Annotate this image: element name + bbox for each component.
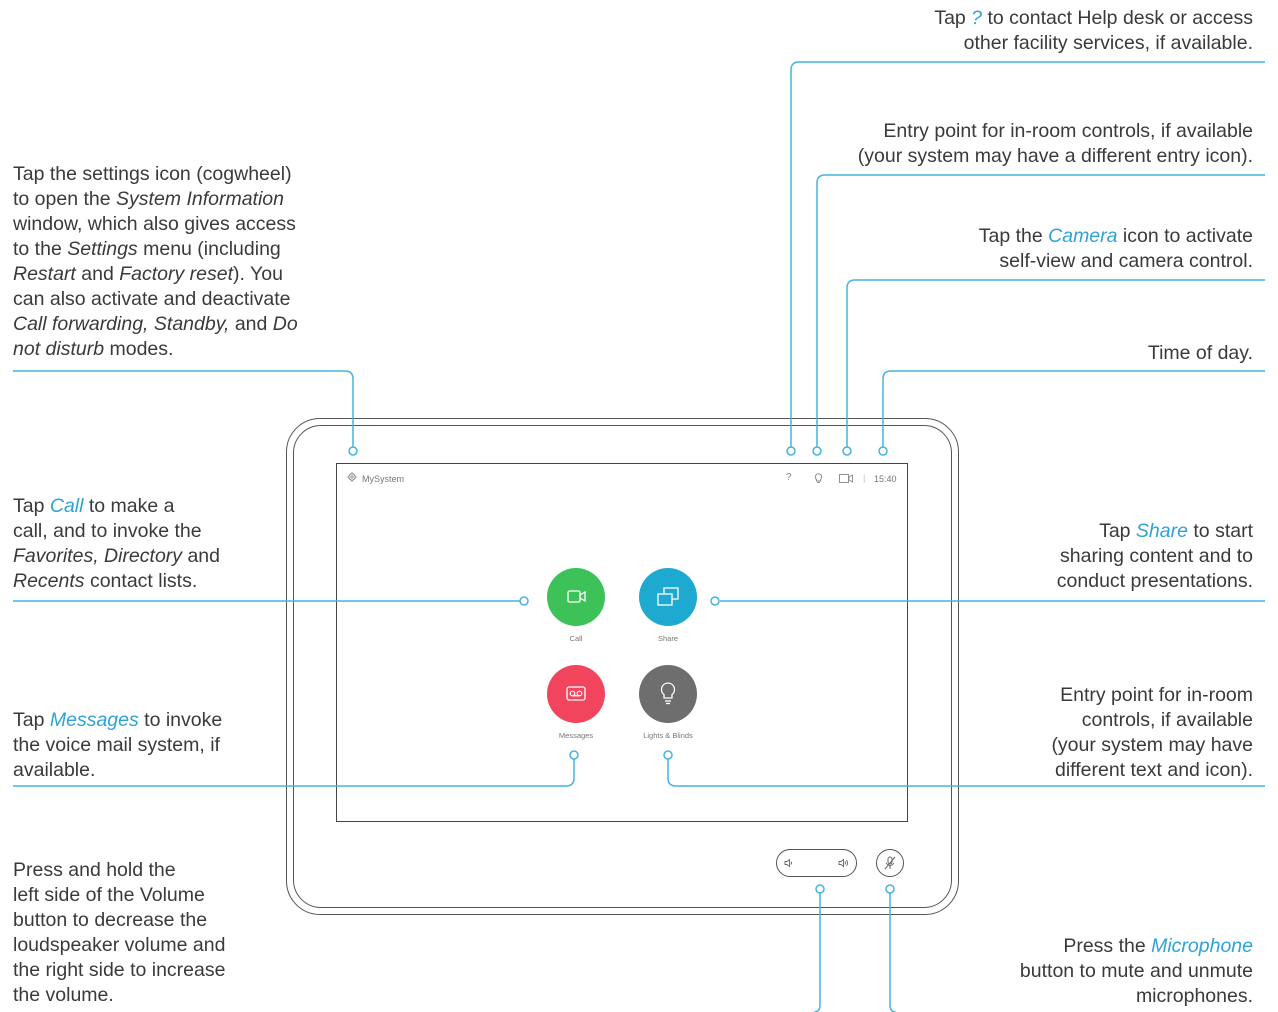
callout-messages: Tap Messages to invoke the voice mail sy…	[13, 709, 223, 781]
gear-icon[interactable]	[347, 472, 357, 482]
callout-time: Time of day.	[1147, 342, 1253, 364]
volume-up-icon[interactable]	[838, 858, 850, 868]
callout-volume: Press and hold the left side of the Volu…	[13, 859, 226, 1006]
callout-call: Tap Call to make a call, and to invoke t…	[13, 495, 220, 592]
messages-label: Messages	[558, 731, 594, 740]
messages-button[interactable]	[547, 665, 605, 723]
callout-settings: Tap the settings icon (cogwheel) to open…	[13, 163, 298, 360]
callout-inroom-top: Entry point for in-room controls, if ava…	[857, 120, 1253, 167]
lightbulb-large-icon	[660, 682, 676, 705]
lightbulb-icon[interactable]	[814, 473, 823, 484]
callout-inroom-bottom: Entry point for in-room controls, if ava…	[1051, 684, 1253, 781]
help-icon[interactable]: ?	[786, 472, 792, 483]
share-screen-icon	[657, 587, 679, 606]
share-button[interactable]	[639, 568, 697, 626]
lights-blinds-label: Lights & Blinds	[643, 731, 693, 740]
callout-camera: Tap the Camera icon to activate self-vie…	[978, 225, 1253, 272]
volume-down-icon[interactable]	[784, 858, 794, 868]
callout-microphone: Press the Microphone button to mute and …	[1019, 935, 1253, 1007]
topbar-separator: |	[863, 473, 866, 483]
share-label: Share	[657, 634, 678, 643]
video-call-icon	[567, 590, 586, 603]
callout-help: Tap ? to contact Help desk or access oth…	[934, 7, 1253, 54]
system-name: MySystem	[362, 474, 405, 484]
clock: 15:40	[874, 474, 897, 484]
volume-button[interactable]	[776, 849, 857, 877]
microphone-button[interactable]	[876, 849, 904, 877]
camera-icon[interactable]	[839, 474, 853, 483]
call-label: Call	[569, 634, 583, 643]
voicemail-icon	[566, 686, 586, 701]
touch-screen: MySystem ? | 15:40 Call Share	[336, 463, 908, 822]
device-inner-frame	[293, 425, 952, 908]
callout-share: Tap Share to start sharing content and t…	[1056, 520, 1253, 592]
lights-blinds-button[interactable]	[639, 665, 697, 723]
top-bar: MySystem ? | 15:40	[337, 464, 907, 494]
microphone-muted-icon	[884, 856, 896, 870]
device-outer-frame	[286, 418, 959, 915]
call-button[interactable]	[547, 568, 605, 626]
